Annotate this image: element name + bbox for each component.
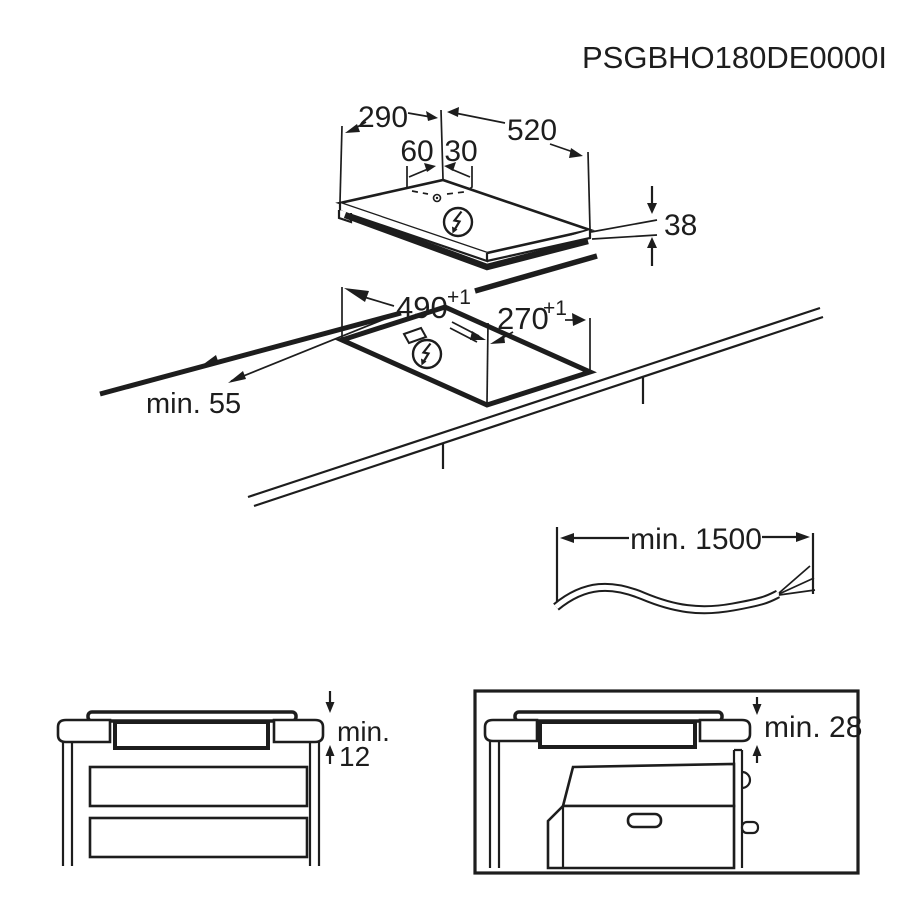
arrowhead (228, 371, 246, 383)
dim-leader (230, 313, 398, 382)
dim-leader (408, 168, 429, 178)
oven-installation-view: min. 28 (473, 689, 862, 875)
cable-position-dash (446, 191, 465, 195)
cable-wire-strand (778, 577, 815, 595)
cable-slot-marker (402, 326, 428, 345)
cable-core (554, 584, 780, 613)
cutout-width-tolerance: +1 (543, 297, 567, 320)
oven-handle (626, 812, 663, 829)
power-cable-view: min. 1500 (553, 523, 816, 615)
worktop-front-edge-lower (253, 315, 824, 508)
worktop-left-section (56, 718, 112, 744)
hob-glass-profile (513, 710, 724, 723)
cabinet-left-panel (61, 742, 74, 866)
worktop-left-section (483, 718, 539, 743)
arrowhead (647, 203, 657, 214)
cable-position-dash (411, 190, 429, 195)
arrowhead (569, 148, 583, 158)
dim-leader (590, 219, 658, 233)
arrowhead (344, 288, 369, 302)
hob-3d-view: 290 520 60 30 (335, 101, 697, 294)
hob-thickness-dim: 38 (664, 209, 697, 242)
arrowhead (444, 162, 456, 171)
ext-line-left (339, 125, 343, 203)
cable-offset-b-dim: 30 (444, 135, 477, 168)
worktop-rear-edge (474, 253, 598, 294)
cabinet-left-panel (488, 741, 501, 868)
worktop-rear-edge (99, 310, 402, 397)
arrowhead (752, 745, 762, 756)
worktop-cutout-view: min. 55 490 +1 270 +1 (99, 286, 824, 508)
hob-glass-edge-right (486, 230, 592, 263)
oven-top-face (561, 762, 736, 808)
drawer-installation-view: min. 12 (56, 691, 390, 866)
arrowhead (470, 331, 486, 340)
worktop-front-edge (247, 306, 821, 499)
cutout-width-dim: 270 (497, 301, 549, 336)
arrowhead (345, 124, 360, 133)
cutout-opening (335, 304, 597, 408)
diagram-frame (473, 689, 860, 875)
hob-body-profile (538, 720, 697, 749)
cabinet-right-panel (308, 742, 321, 866)
dim-leader (454, 112, 506, 124)
arrowhead (424, 163, 436, 172)
arrowhead (426, 111, 438, 121)
cutout-length-tolerance: +1 (447, 286, 471, 309)
ext-line-center (440, 109, 444, 180)
hob-underbody-band (343, 211, 589, 271)
drawer-clearance-label: min. (337, 716, 390, 747)
dim-leader (591, 234, 658, 240)
ext-line-right (587, 151, 591, 230)
hob-width-dim: 290 (358, 101, 408, 134)
hob-glass-edge-left (338, 203, 489, 263)
arrowhead (647, 237, 657, 248)
cable-offset-a-dim: 60 (400, 135, 433, 168)
oven-hinge-bump (741, 770, 752, 790)
dim-leader (363, 296, 395, 307)
arrowhead (201, 355, 219, 366)
ext-line-center (486, 322, 489, 404)
power-connection-icon (411, 338, 443, 370)
cable-length-dim: min. 1500 (630, 523, 762, 556)
arrowhead (447, 107, 459, 117)
drawer-lower (88, 816, 309, 859)
arrowhead (560, 533, 574, 543)
oven-clearance-dim: min. 28 (764, 711, 862, 744)
edge-distance-dim: min. 55 (146, 388, 241, 420)
hob-glass-profile (86, 710, 298, 723)
oven-side-knob (740, 820, 760, 835)
drawer-clearance-value: 12 (339, 741, 370, 772)
product-code-title: PSGBHO180DE0000I (582, 40, 887, 75)
worktop-right-section (272, 718, 325, 744)
arrowhead (572, 313, 586, 326)
hob-body-profile (113, 720, 270, 750)
cable-wire-strand (778, 565, 811, 594)
worktop-right-section (698, 718, 752, 743)
cable-wire-strand (778, 589, 816, 596)
power-connection-icon (442, 206, 474, 238)
hob-depth-dim: 520 (507, 114, 557, 147)
arrowhead (752, 704, 762, 715)
arrowhead (325, 702, 335, 713)
arrowhead (796, 532, 810, 542)
cable-entry-dot (435, 196, 439, 200)
dim-leader (450, 168, 471, 178)
drawer-upper (88, 765, 309, 808)
arrowhead (325, 745, 335, 756)
arrowhead (490, 335, 505, 344)
cutout-length-dim: 490 (396, 290, 448, 325)
oven-front-face (546, 804, 736, 870)
